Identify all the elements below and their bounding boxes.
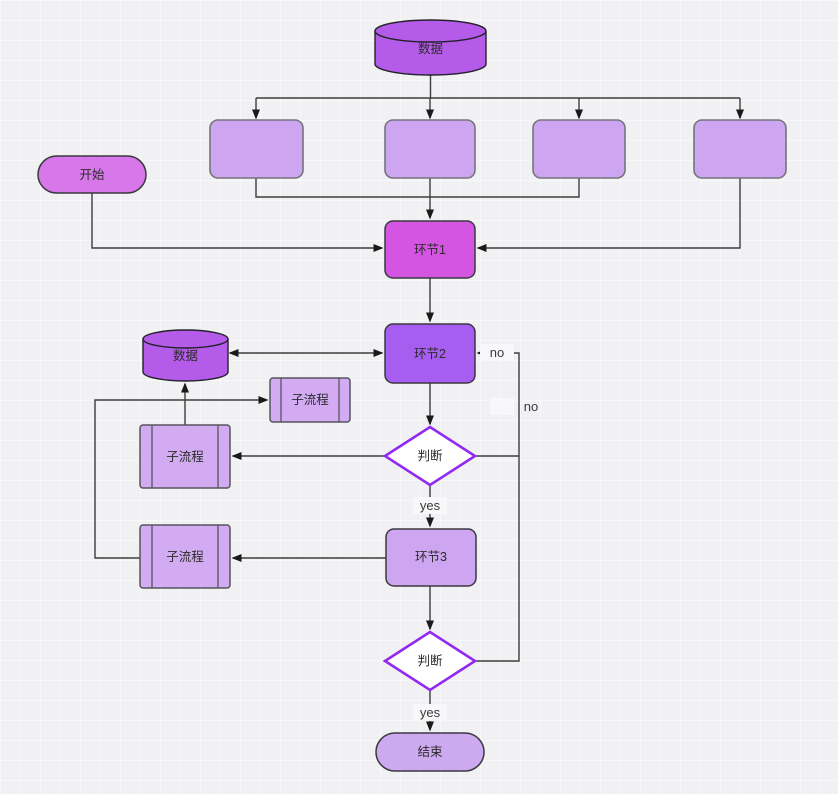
node-decision-1[interactable]: 判断 (382, 425, 478, 487)
edge-branch4-step1 (476, 178, 741, 252)
predefined-process-shape (269, 377, 351, 423)
process-shape (384, 323, 476, 384)
process-shape (384, 220, 476, 279)
process-shape (209, 119, 304, 179)
predefined-process-shape (139, 424, 231, 489)
edge-label-bg (413, 497, 447, 514)
node-subprocess-low[interactable]: 子流程 (139, 524, 231, 589)
edge-label-bg (490, 398, 514, 415)
node-label: 子流程 (166, 449, 204, 464)
node-subprocess-small[interactable]: 子流程 (269, 377, 351, 423)
node-label: 数据 (173, 348, 198, 363)
node-step2[interactable]: 环节2 (384, 323, 476, 384)
edge-dbtop-fanout (256, 75, 740, 99)
node-label: 判断 (417, 653, 442, 668)
node-label: 判断 (417, 448, 442, 463)
node-label: 数据 (418, 41, 443, 56)
node-label: 子流程 (166, 549, 204, 564)
node-label: 环节2 (414, 347, 446, 361)
edge-label-bg (413, 704, 447, 721)
node-label: 开始 (79, 168, 105, 182)
node-branch-4[interactable] (693, 119, 787, 179)
terminator-shape (37, 155, 147, 194)
predefined-process-shape (139, 524, 231, 589)
edge-label-bg (480, 344, 514, 361)
edge-sublow-subsmall (94, 396, 269, 559)
node-branch-1[interactable] (209, 119, 304, 179)
edge-label-yes-2: yes (420, 705, 441, 720)
node-database-top[interactable]: 数据 (374, 19, 487, 76)
process-shape (385, 528, 477, 587)
node-branch-2[interactable] (384, 119, 476, 179)
cylinder-top-arc (142, 338, 229, 349)
edge-label-yes-1: yes (420, 498, 441, 513)
edge-layer (91, 75, 744, 732)
decision-shape (382, 425, 478, 487)
node-label: 环节3 (415, 550, 447, 564)
process-shape (384, 119, 476, 179)
edge-start-step1 (91, 193, 384, 252)
edge-branches-merge (255, 178, 580, 198)
node-branch-3[interactable] (532, 119, 626, 179)
terminator-shape (375, 732, 485, 772)
process-shape (693, 119, 787, 179)
node-label: 环节1 (414, 243, 446, 257)
node-step1[interactable]: 环节1 (384, 220, 476, 279)
edge-label-no-2: no (524, 399, 538, 414)
cylinder-shape (374, 19, 487, 76)
decision-shape (382, 630, 478, 692)
node-end[interactable]: 结束 (375, 732, 485, 772)
node-subprocess-mid[interactable]: 子流程 (139, 424, 231, 489)
node-start[interactable]: 开始 (37, 155, 147, 194)
node-decision-2[interactable]: 判断 (382, 630, 478, 692)
cylinder-top-arc (374, 30, 487, 43)
node-step3[interactable]: 环节3 (385, 528, 477, 587)
node-database-left[interactable]: 数据 (142, 329, 229, 382)
node-label: 结束 (417, 745, 443, 759)
process-shape (532, 119, 626, 179)
cylinder-shape (142, 329, 229, 382)
edge-label-no-1: no (490, 345, 504, 360)
edge-label-layer: no no yes yes (413, 344, 538, 721)
node-label: 子流程 (291, 392, 329, 407)
